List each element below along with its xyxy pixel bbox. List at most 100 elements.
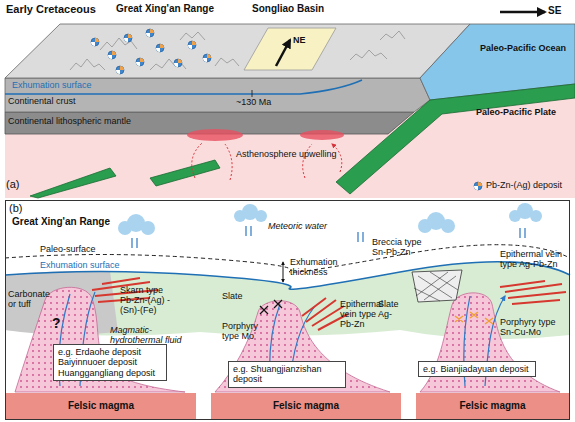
deposit-symbols xyxy=(174,59,182,67)
subducting-plate xyxy=(150,160,220,186)
layer-label: Continental lithospheric mantle xyxy=(8,117,131,127)
breccia-pipe xyxy=(412,270,462,302)
legend-symbol xyxy=(474,182,482,190)
land-surface xyxy=(5,24,470,78)
rock-label: Slate xyxy=(222,292,243,302)
land-surface xyxy=(5,24,470,78)
exhumation-line xyxy=(5,262,570,290)
query-mark: ? xyxy=(52,316,61,331)
surface-label: Exhumation surface xyxy=(12,81,92,91)
deposit-type: Porphyry type Sn-Cu-Mo xyxy=(500,318,560,338)
node-text: e.g. Bianjiadayuan deposit xyxy=(423,364,531,374)
deposit-symbols xyxy=(203,54,211,62)
panel-title: Early Cretaceous xyxy=(6,3,96,15)
deposit-symbols xyxy=(188,41,196,49)
process-label: Magmatic-hydrothermal fluid xyxy=(110,326,190,346)
magma-band: Felsic magma xyxy=(211,393,401,419)
example-box: e.g. Shuangjianzishan deposit xyxy=(228,361,346,388)
cloud xyxy=(118,203,542,235)
exhumation-line xyxy=(5,80,362,97)
deposit-symbols xyxy=(91,38,99,46)
surface-label: Exhumation surface xyxy=(40,261,120,271)
direction-label: NE xyxy=(293,36,306,46)
legend-symbol xyxy=(474,182,482,190)
panel-label: (b) xyxy=(9,202,22,215)
upwelling xyxy=(192,143,342,180)
ore-vein xyxy=(92,278,566,330)
breccia-pipe xyxy=(412,270,462,302)
upwelling xyxy=(187,129,344,180)
ocean-label: Paleo-Pacific Ocean xyxy=(480,44,566,54)
continental-crust xyxy=(5,78,430,112)
magma-band: Felsic magma xyxy=(6,393,196,419)
plate-label: Paleo-Pacific Plate xyxy=(476,108,556,118)
upwelling xyxy=(187,129,243,141)
cloud xyxy=(441,219,455,233)
paleo-surface-line xyxy=(5,245,570,273)
deposit-type: Breccia type Sn-Pb-Zn xyxy=(372,238,432,258)
rain xyxy=(132,226,525,248)
direction-arrow xyxy=(500,11,545,14)
region-name: Great Xing'an Range xyxy=(12,216,110,227)
subducting-plate xyxy=(30,84,575,198)
thickness-arrow xyxy=(283,262,284,282)
deposit-type: Epithermal vein type Ag-Pb-Zn xyxy=(500,250,566,270)
rain xyxy=(132,226,525,248)
direction-label: SE xyxy=(548,5,561,16)
subducting-plate xyxy=(30,168,116,198)
panel-frame: (b) e.g. Erdaohe deposit Baiyinnuoer depo… xyxy=(5,200,570,420)
direction-arrow xyxy=(276,40,290,66)
mountain-sketch xyxy=(70,31,405,70)
dimension-label: Exhumation thickness xyxy=(290,258,360,278)
paleo-surface-line xyxy=(5,245,570,273)
deposit-symbols xyxy=(116,66,124,74)
upwelling xyxy=(300,130,344,140)
rock-label: Slate xyxy=(378,300,399,310)
mountain-sketch xyxy=(70,31,405,70)
thickness-arrow xyxy=(283,262,284,282)
pluton xyxy=(15,287,560,392)
deposit-symbols xyxy=(124,34,132,42)
exhumation-line xyxy=(252,90,253,97)
deposit-symbols xyxy=(108,51,116,59)
region-name: Songliao Basin xyxy=(252,3,324,14)
exhumation-line xyxy=(5,262,570,290)
deposit-symbols xyxy=(146,29,154,37)
deposit-symbols xyxy=(91,29,211,74)
panel-label: (a) xyxy=(6,178,19,190)
surface-label: Paleo-surface xyxy=(40,245,96,255)
basin xyxy=(244,28,336,70)
layer-label: Continental crust xyxy=(8,97,76,107)
node-text: Felsic magma xyxy=(273,400,339,412)
deposit-symbols xyxy=(156,44,164,52)
subducting-plate xyxy=(336,84,575,194)
cloud xyxy=(255,210,267,222)
region-name: Great Xing'an Range xyxy=(116,3,214,14)
mineral-cross xyxy=(455,312,493,324)
deposit-type: Porphyry type Mo xyxy=(222,322,267,342)
breccia-pipe xyxy=(414,272,458,301)
exhumation-line xyxy=(5,80,362,94)
rock-label: Carbonate or tuff xyxy=(8,290,60,310)
continental-crust xyxy=(5,78,430,112)
node-text: e.g. Erdaohe deposit Baiyinnuoer deposit… xyxy=(58,347,162,378)
example-box: e.g. Bianjiadayuan deposit xyxy=(418,361,536,377)
legend-text: Pb-Zn-(Ag) deposit xyxy=(486,181,562,191)
direction-arrow xyxy=(276,12,545,66)
basin xyxy=(244,28,336,70)
ore-vein xyxy=(92,278,566,330)
node-text: Felsic magma xyxy=(459,400,525,412)
magma-band: Felsic magma xyxy=(416,393,569,419)
process-label: Asthenosphere upwelling xyxy=(236,150,337,160)
node-text: Felsic magma xyxy=(68,400,134,412)
process-label: Meteoric water xyxy=(268,222,327,232)
deposit-symbols xyxy=(136,58,144,66)
cloud xyxy=(141,221,155,235)
mineral-cross xyxy=(260,300,282,314)
age-label: ~130 Ma xyxy=(236,98,271,108)
cloud xyxy=(530,210,542,222)
example-box: e.g. Erdaohe deposit Baiyinnuoer deposit… xyxy=(53,344,167,381)
deposit-type: Skarn type Pb-Zn-(Ag) -(Sn)-(Fe) xyxy=(120,286,178,316)
node-text: e.g. Shuangjianzishan deposit xyxy=(233,364,341,385)
